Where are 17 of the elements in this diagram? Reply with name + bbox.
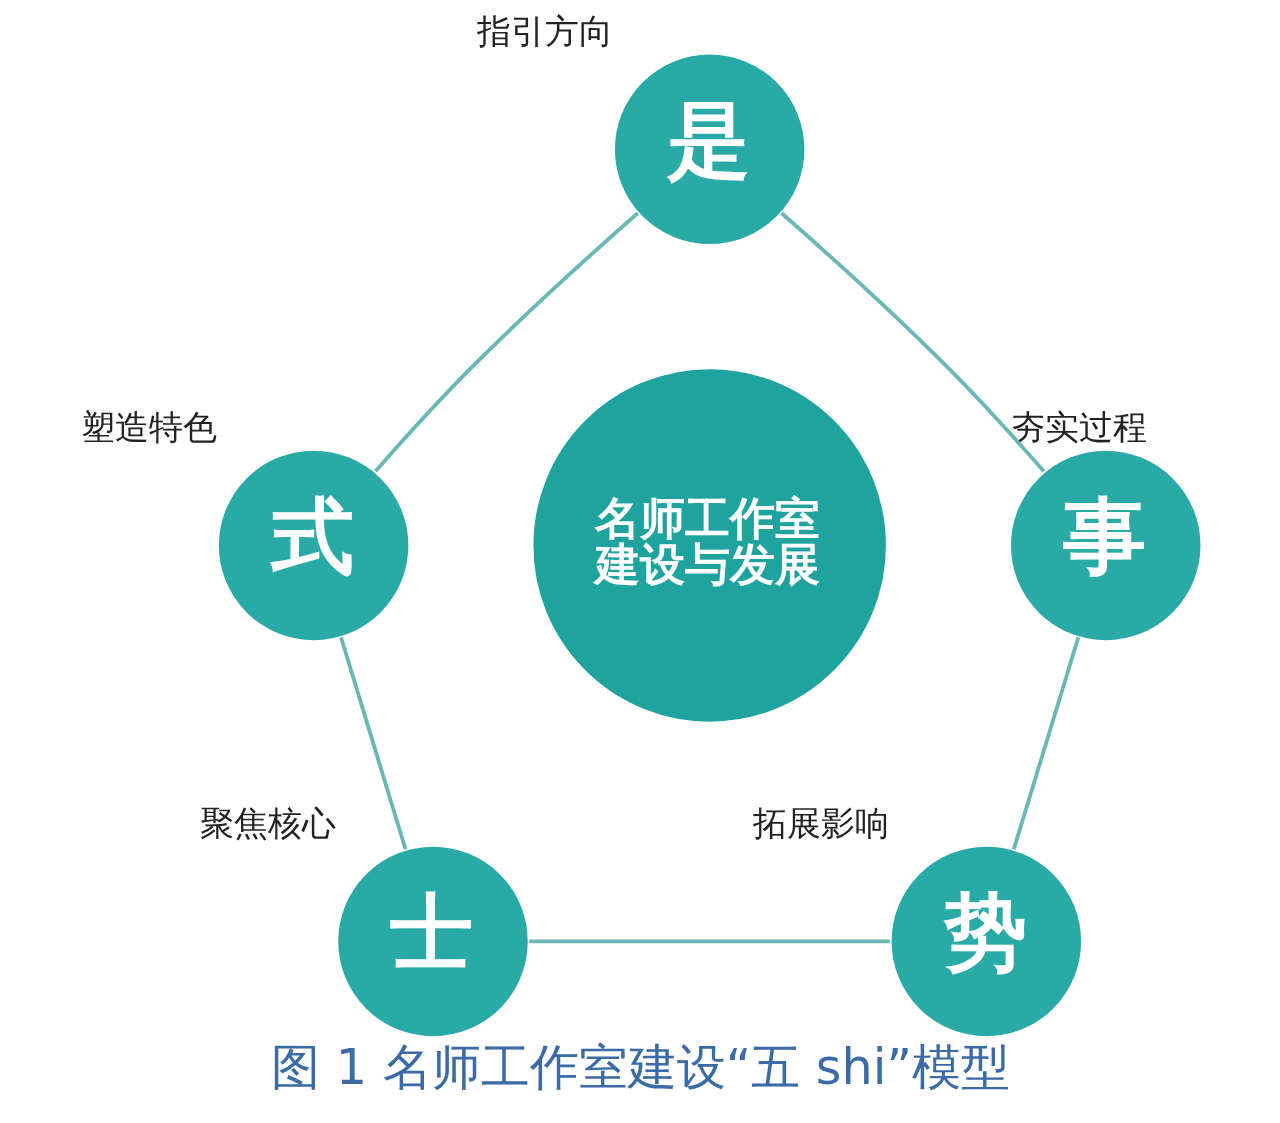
connector <box>779 211 1045 473</box>
node-circle: 是 <box>612 52 806 246</box>
node-circle: 士 <box>335 844 530 1039</box>
node-label: 拓展影响 <box>752 803 889 844</box>
node-label: 指引方向 <box>476 11 613 52</box>
caption: 图 1 名师工作室建设“五 shi”模型 <box>270 1038 1010 1097</box>
connector <box>1011 636 1080 850</box>
node-circle: 势 <box>889 844 1083 1039</box>
connector <box>528 939 890 944</box>
node-circle: 式 <box>216 448 410 643</box>
node-label: 聚焦核心 <box>199 803 336 844</box>
node-label: 塑造特色 <box>80 407 217 448</box>
node-label: 夯实过程 <box>1010 407 1147 448</box>
node-circle: 名师工作室建设与发展 <box>531 367 888 724</box>
connector <box>338 636 407 850</box>
node-circle: 事 <box>1008 448 1202 643</box>
connector <box>373 211 639 473</box>
